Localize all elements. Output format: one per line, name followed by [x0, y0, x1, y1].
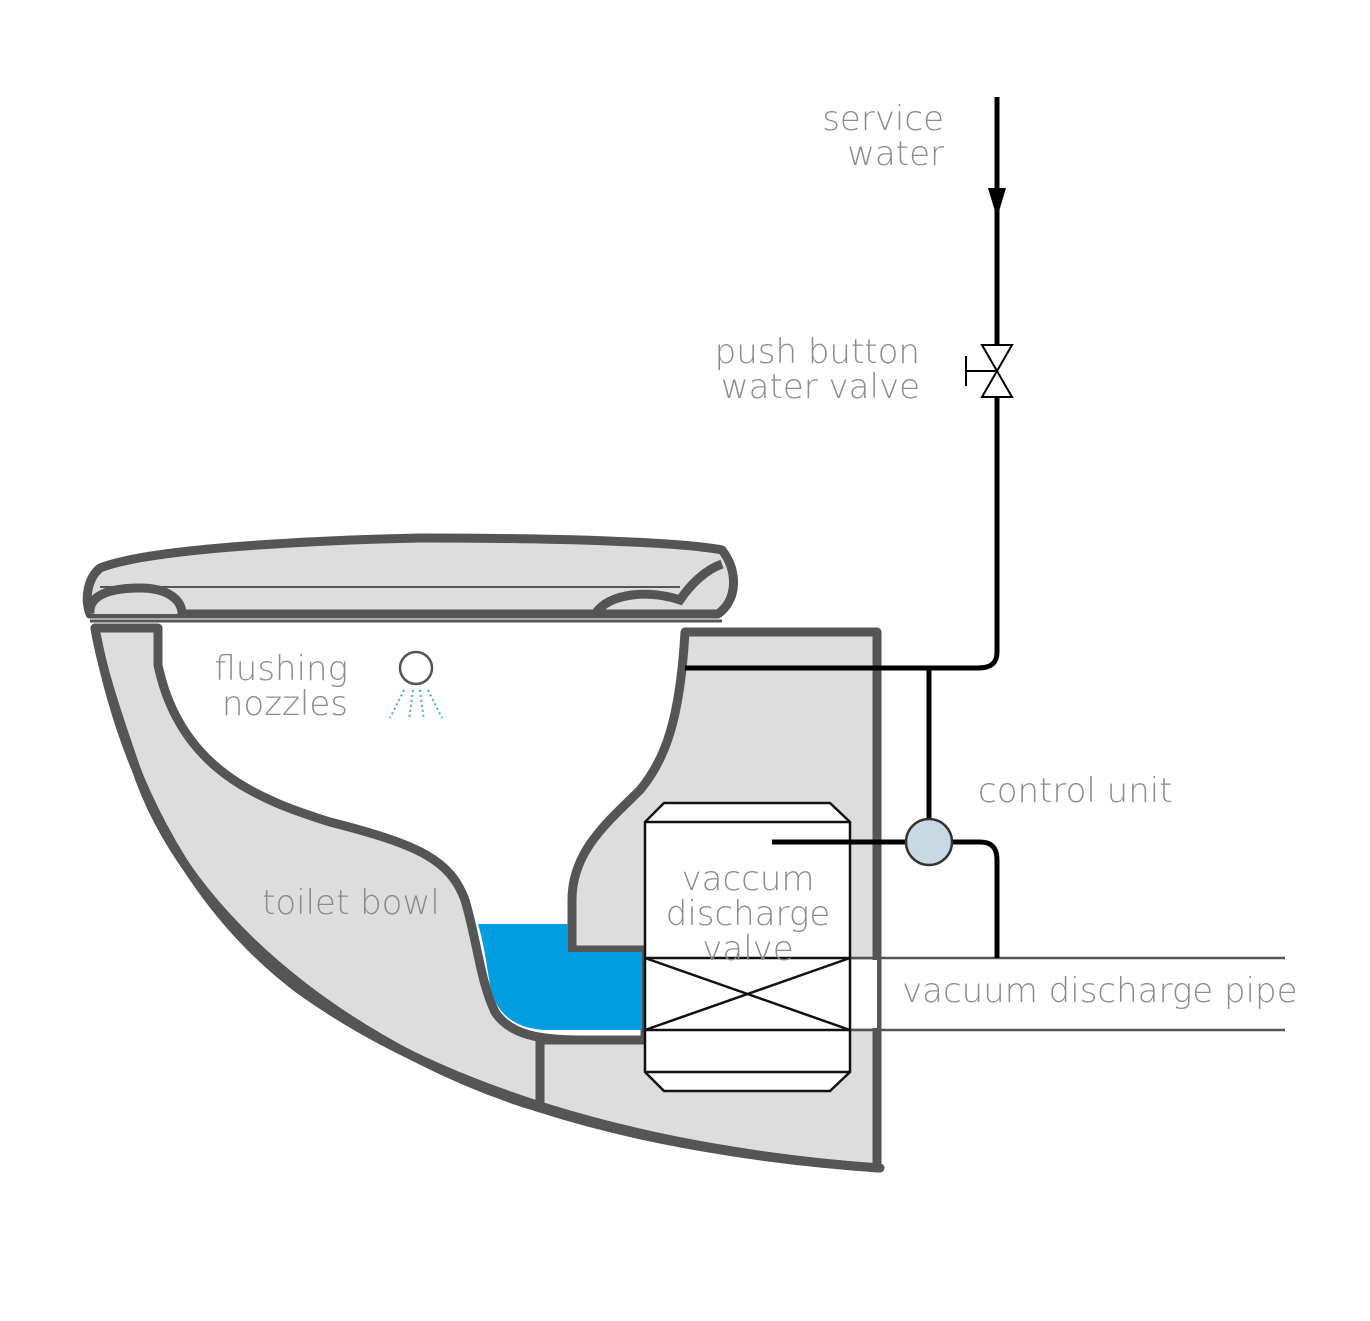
label-valve-line1: vaccum	[681, 859, 815, 899]
trap-water	[478, 924, 642, 1030]
valve-x-diagonal-2	[644, 956, 851, 1032]
label-flushing-line2: nozzles	[221, 684, 348, 724]
bowl-outer-curve	[90, 623, 883, 1173]
toilet-lid	[82, 533, 738, 619]
discharge-pipe-inner	[850, 960, 877, 1028]
label-vacuum-valve: vaccum discharge valve	[648, 862, 848, 967]
seat-hinge-left	[85, 583, 187, 615]
label-service-water: service water	[780, 102, 944, 172]
supply-pipe-to-bowl	[685, 651, 1000, 671]
nozzle-icon	[389, 650, 443, 721]
flow-arrow-icon	[988, 188, 1006, 218]
label-control-unit: control unit	[978, 771, 1173, 811]
control-pipe-line	[952, 839, 1000, 958]
label-service-water-line1: service	[822, 99, 944, 139]
label-toilet-bowl: toilet bowl	[262, 883, 440, 923]
label-flushing-nozzles: flushing nozzles	[190, 652, 348, 722]
label-push-button-line2: water valve	[720, 367, 920, 407]
seat-hinge-right	[591, 559, 724, 617]
control-unit-icon	[904, 817, 954, 867]
valve-symbol-icon	[965, 344, 1014, 398]
label-flushing-line1: flushing	[214, 649, 348, 689]
label-service-water-line2: water	[847, 134, 944, 174]
vacuum-valve-body	[643, 801, 852, 1093]
label-push-button-valve: push button water valve	[680, 335, 920, 405]
label-push-button-line1: push button	[714, 332, 920, 372]
label-valve-line2: discharge	[665, 894, 831, 934]
label-valve-line3: valve	[702, 929, 794, 969]
label-discharge-pipe: vacuum discharge pipe	[902, 971, 1298, 1011]
